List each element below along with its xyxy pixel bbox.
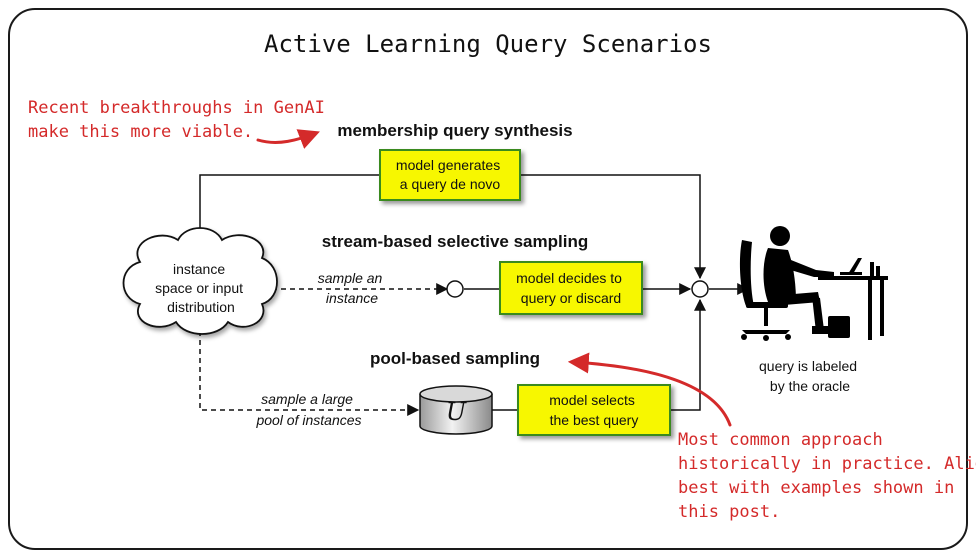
box-model-decides-line-2: query or discard bbox=[521, 290, 621, 306]
edge-label-sample-instance-line-2: instance bbox=[326, 290, 378, 306]
heading-membership-query-synthesis: membership query synthesis bbox=[337, 121, 572, 140]
box-model-generates-line-1: model generates bbox=[396, 157, 500, 173]
cloud-icon bbox=[122, 227, 278, 335]
connector-lines bbox=[199, 174, 750, 416]
database-cylinder-icon bbox=[419, 385, 493, 435]
person-at-desk-icon bbox=[739, 226, 888, 341]
box-model-decides-line-1: model decides to bbox=[516, 270, 622, 286]
merge-node bbox=[691, 280, 709, 298]
oracle-label-line-2: by the oracle bbox=[770, 378, 850, 394]
annotation-pool-arrow bbox=[567, 352, 732, 427]
edge-cloud-to-pool bbox=[199, 322, 420, 416]
box-model-selects-line-2: the best query bbox=[550, 412, 639, 428]
annotation-genai-line-1: Recent breakthroughs in GenAI bbox=[28, 98, 325, 118]
box-model-generates-line-2: a query de novo bbox=[400, 176, 501, 192]
edge-select-to-merge bbox=[670, 298, 706, 411]
edge-label-sample-pool: sample a large pool of instances bbox=[255, 391, 361, 428]
heading-stream-based-sampling: stream-based selective sampling bbox=[322, 232, 588, 251]
stream-node bbox=[446, 280, 464, 298]
pool-symbol: U bbox=[446, 398, 467, 426]
box-model-decides: model decides to query or discard bbox=[499, 261, 643, 315]
edge-label-sample-instance: sample an instance bbox=[318, 270, 386, 306]
svg-text:model selects the best q: model selects the best query bbox=[549, 392, 638, 428]
box-model-generates: model generates a query de novo bbox=[379, 149, 521, 201]
edge-label-sample-pool-line-1: sample a large bbox=[261, 391, 353, 407]
cloud-label-line-1: instance bbox=[173, 261, 225, 277]
box-model-selects: model selects the best query bbox=[517, 384, 671, 436]
edge-label-sample-instance-line-1: sample an bbox=[318, 270, 383, 286]
annotation-pool-line-1: Most common approach bbox=[678, 430, 883, 450]
svg-text:model decides to query o: model decides to query or discard bbox=[516, 270, 626, 306]
annotation-genai: Recent breakthroughs in GenAI make this … bbox=[28, 98, 335, 142]
edge-label-sample-pool-line-2: pool of instances bbox=[255, 412, 361, 428]
cloud-label-line-3: distribution bbox=[167, 299, 235, 315]
box-model-selects-line-1: model selects bbox=[549, 392, 635, 408]
annotation-pool: Most common approach historically in pra… bbox=[678, 430, 976, 522]
annotation-genai-line-2: make this more viable. bbox=[28, 122, 253, 142]
oracle-label: query is labeled by the oracle bbox=[759, 358, 861, 394]
annotation-pool-line-4: this post. bbox=[678, 502, 780, 522]
annotation-pool-line-3: best with examples shown in bbox=[678, 478, 954, 498]
outer-frame bbox=[8, 8, 968, 550]
edge-generate-to-merge bbox=[520, 174, 706, 280]
cloud-label-line-2: space or input bbox=[155, 280, 243, 296]
page-title: Active Learning Query Scenarios bbox=[264, 30, 712, 58]
svg-text:model generates a query: model generates a query de novo bbox=[396, 157, 504, 192]
cloud-label: instance space or input distribution bbox=[155, 261, 247, 315]
annotation-pool-line-2: historically in practice. Aligns bbox=[678, 454, 976, 474]
oracle-label-line-1: query is labeled bbox=[759, 358, 857, 374]
annotation-genai-arrow bbox=[256, 129, 320, 149]
heading-pool-based-sampling: pool-based sampling bbox=[370, 349, 540, 368]
